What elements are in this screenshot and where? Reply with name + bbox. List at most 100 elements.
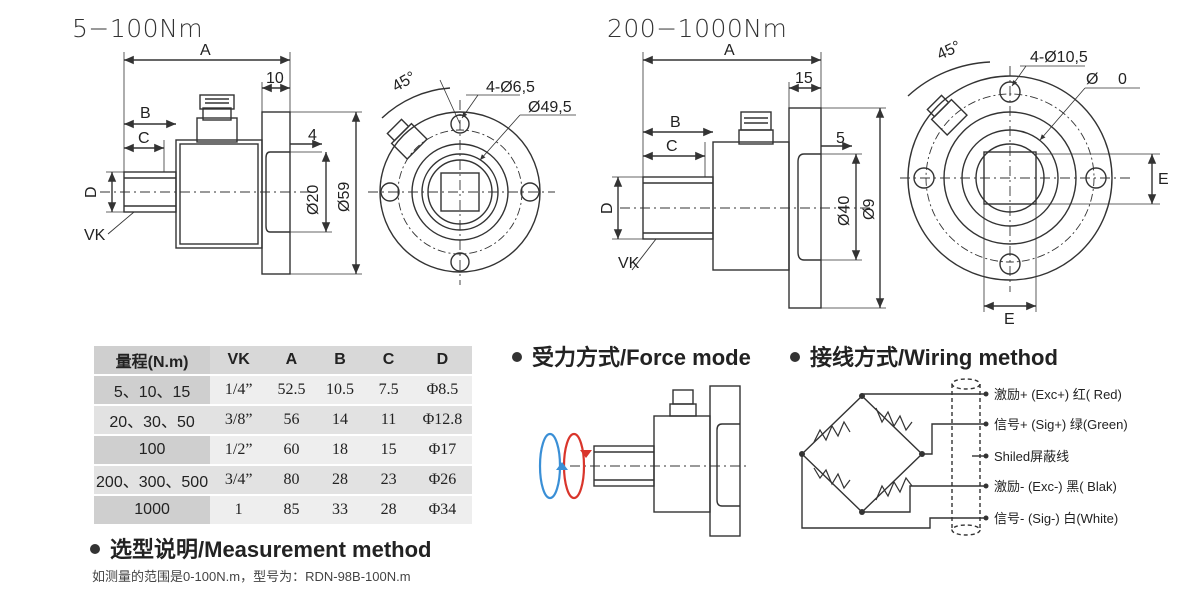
table-cell: 1/4” — [210, 375, 268, 406]
table-cell: Φ12.8 — [412, 405, 472, 436]
dim-d9-label: Ø9 — [861, 199, 878, 220]
col-header-b: B — [315, 346, 365, 376]
body-shape — [653, 415, 711, 513]
table-cell: 1 — [210, 495, 268, 526]
large-zero-label: 0 — [1118, 71, 1127, 88]
force-mode-heading: 受力方式/Force mode — [512, 340, 751, 372]
bullet-icon — [790, 352, 800, 363]
large-dim-vk-label: VK — [618, 255, 640, 272]
large-angle-label: 45° — [935, 38, 964, 64]
table-cell: 20、30、50 — [94, 405, 211, 436]
large-model-title: 200−1000Nm — [607, 14, 788, 43]
dim-d40-label: Ø40 — [836, 196, 853, 226]
table-cell: 3/4” — [210, 465, 268, 496]
table-cell: 28 — [315, 465, 365, 496]
col-header-d: D — [412, 346, 472, 376]
wire-sig-plus-label: 信号+ (Sig+) 绿(Green) — [994, 417, 1128, 432]
table-cell: 100 — [94, 435, 211, 466]
dim-d59-label: Ø59 — [336, 182, 353, 212]
dim-d20-label: Ø20 — [305, 185, 322, 215]
small-front-labels: 45° 4-Ø6,5 Ø49,5 — [390, 69, 572, 116]
wiring-method-label: 接线方式/Wiring method — [810, 345, 1058, 370]
wire-exc-minus-label: 激励- (Exc-) 黑( Blak) — [994, 479, 1117, 494]
measurement-note: 如测量的范围是0-100N.m，型号为：RDN-98B-100N.m — [92, 569, 411, 584]
dim-vk-label: VK — [84, 227, 106, 244]
small-model-title: 5−100Nm — [72, 14, 204, 43]
large-dim-b-label: B — [670, 114, 681, 131]
dim-e-right-label: E — [1158, 171, 1169, 188]
spec-table-header-row: 量程(N.m) VK A B C D — [94, 346, 472, 376]
col-header-a: A — [267, 346, 316, 376]
dim-e-bottom-label: E — [1004, 311, 1015, 328]
table-row: 100 1/2” 60 18 15 Φ17 — [94, 435, 472, 466]
table-cell: Φ17 — [412, 435, 472, 466]
table-cell: Φ26 — [412, 465, 472, 496]
dim-5-label: 5 — [836, 130, 845, 147]
measurement-method-heading: 选型说明/Measurement method — [90, 532, 432, 564]
table-cell: 56 — [267, 405, 316, 436]
small-side-view — [100, 52, 362, 275]
bullet-icon — [512, 352, 522, 363]
table-cell: 1000 — [94, 495, 211, 526]
force-mode-diagram — [538, 385, 748, 537]
table-cell: 11 — [364, 405, 413, 436]
dim-4-label: 4 — [308, 127, 317, 144]
dim-15-label: 15 — [795, 70, 813, 87]
table-cell: 23 — [364, 465, 413, 496]
table-cell: 5、10、15 — [94, 375, 211, 406]
large-holes-label: 4-Ø10,5 — [1030, 49, 1088, 66]
small-side-labels: A 10 B C 4 D VK Ø20 Ø59 — [83, 42, 353, 244]
dimension-drawings: A 10 B C 4 D VK Ø20 Ø59 45° 4- — [83, 38, 1169, 328]
holes-label: 4-Ø6,5 — [486, 79, 535, 96]
force-mode-label: 受力方式/Force mode — [532, 345, 751, 370]
table-row: 1000 1 85 33 28 Φ34 — [94, 495, 472, 526]
large-dim-d-label: D — [599, 202, 616, 214]
table-row: 20、30、50 3/8” 56 14 11 Φ12.8 — [94, 405, 472, 436]
dim-a-label: A — [200, 42, 211, 59]
wire-exc-plus-label: 激励+ (Exc+) 红( Red) — [994, 387, 1122, 402]
wire-shield-label: Shiled屏蔽线 — [994, 449, 1069, 464]
large-side-view — [612, 52, 886, 309]
table-cell: Φ34 — [412, 495, 472, 526]
large-front-view — [900, 61, 1160, 312]
table-cell: 80 — [267, 465, 316, 496]
small-front-view — [368, 79, 576, 285]
wiring-method-heading: 接线方式/Wiring method — [790, 340, 1058, 372]
table-cell: Φ8.5 — [412, 375, 472, 406]
table-cell: 52.5 — [267, 375, 316, 406]
spec-table: 量程(N.m) VK A B C D 5、10、15 1/4” 52.5 10.… — [94, 346, 472, 526]
large-dim-a-label: A — [724, 42, 735, 59]
table-cell: 14 — [315, 405, 365, 436]
table-cell: 200、300、500 — [94, 465, 211, 496]
large-dim-c-label: C — [666, 138, 678, 155]
pcd-label: Ø49,5 — [528, 99, 572, 116]
col-header-c: C — [364, 346, 413, 376]
col-header-range: 量程(N.m) — [94, 346, 211, 376]
table-cell: 3/8” — [210, 405, 268, 436]
large-side-labels: A 15 B C 5 D VK Ø40 Ø9 — [599, 42, 878, 272]
table-row: 200、300、500 3/4” 80 28 23 Φ26 — [94, 465, 472, 496]
large-front-labels: 45° 4-Ø10,5 Ø 0 E E — [935, 38, 1169, 328]
table-cell: 85 — [267, 495, 316, 526]
table-cell: 18 — [315, 435, 365, 466]
dim-c-label: C — [138, 130, 150, 147]
bullet-icon — [90, 544, 100, 555]
wire-sig-minus-label: 信号- (Sig-) 白(White) — [994, 511, 1118, 526]
table-cell: 1/2” — [210, 435, 268, 466]
dim-d-label: D — [83, 186, 100, 198]
flange-shape — [709, 385, 741, 537]
table-cell: 28 — [364, 495, 413, 526]
table-cell: 7.5 — [364, 375, 413, 406]
table-cell: 60 — [267, 435, 316, 466]
large-phi-label: Ø — [1086, 71, 1098, 88]
measurement-method-label: 选型说明/Measurement method — [110, 537, 432, 562]
wiring-diagram: 激励+ (Exc+) 红( Red) 信号+ (Sig+) 绿(Green) S… — [799, 378, 1128, 536]
table-row: 5、10、15 1/4” 52.5 10.5 7.5 Φ8.5 — [94, 375, 472, 406]
dim-b-label: B — [140, 105, 151, 122]
col-header-vk: VK — [210, 346, 268, 376]
table-cell: 33 — [315, 495, 365, 526]
table-cell: 15 — [364, 435, 413, 466]
angle-45-label: 45° — [390, 69, 419, 96]
table-cell: 10.5 — [315, 375, 365, 406]
dim-10-label: 10 — [266, 70, 284, 87]
